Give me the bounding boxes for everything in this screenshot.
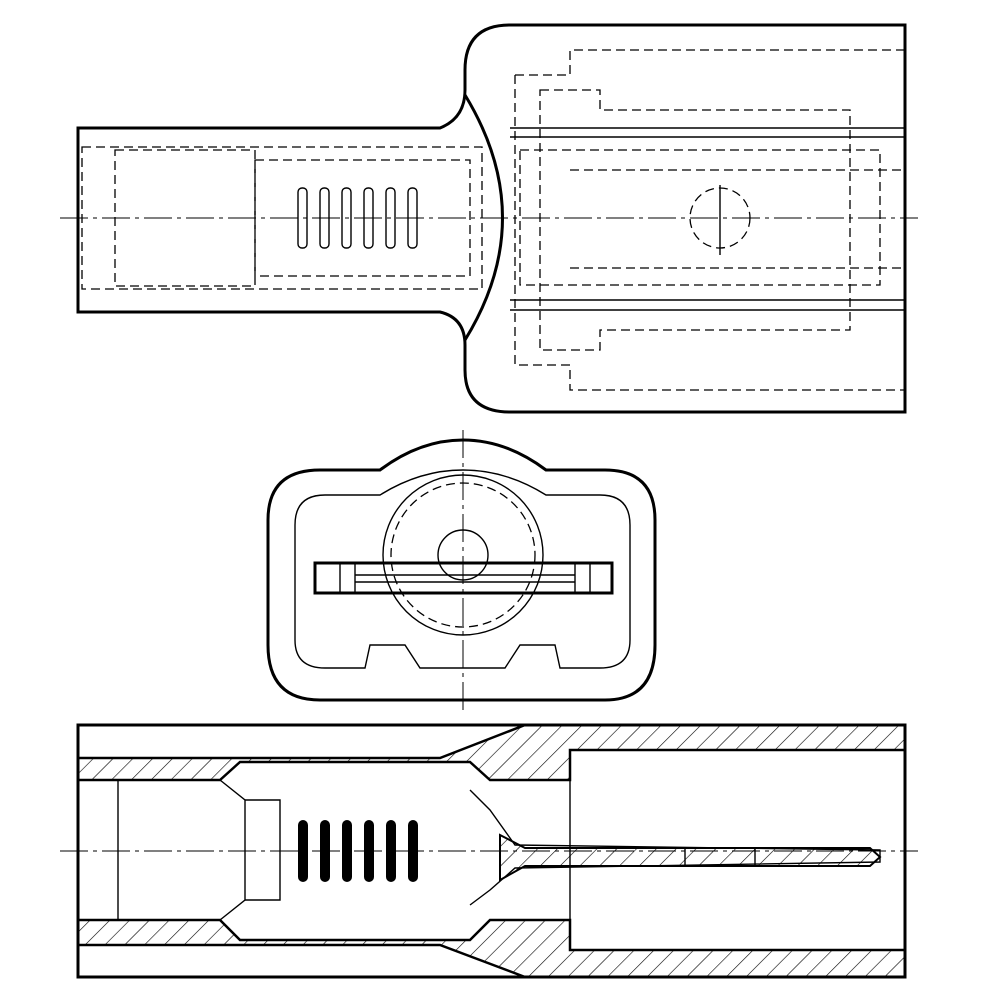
housing-wall-top <box>76 723 907 782</box>
top-view <box>60 23 918 414</box>
housing-wall-bottom <box>76 918 907 979</box>
section-view <box>60 723 918 979</box>
end-view <box>266 430 657 715</box>
tab-section <box>499 833 882 882</box>
end-view-outer-outline <box>266 438 657 702</box>
